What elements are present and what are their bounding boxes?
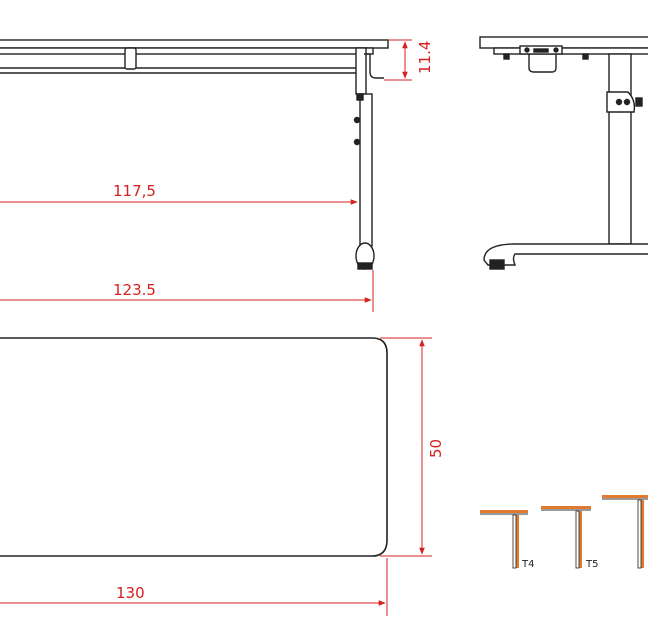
front-center-bracket [124, 47, 137, 70]
dim-label-foot-span: 123.5 [113, 281, 156, 299]
dim-label-leg-span: 117,5 [113, 182, 156, 200]
variant-t4 [480, 510, 528, 569]
front-view-dimensions [0, 39, 412, 312]
side-hook [528, 54, 557, 73]
front-leg-bracket [355, 47, 367, 95]
side-foot [483, 243, 648, 266]
front-hook [369, 54, 384, 79]
dim-label-width: 130 [116, 584, 145, 602]
variant-t4-label: T4 [521, 559, 534, 570]
front-frame-rail [0, 47, 374, 55]
front-tabletop [0, 39, 389, 49]
side-tabletop [479, 36, 648, 49]
dim-label-height: 11.4 [416, 41, 434, 74]
front-leg-column [359, 93, 373, 247]
variant-t5-label: T5 [585, 559, 598, 570]
variant-t6 [602, 495, 648, 569]
dim-label-depth: 50 [427, 439, 445, 458]
variant-t5 [541, 506, 591, 569]
top-view-tabletop [0, 337, 388, 557]
side-view [479, 36, 648, 270]
side-leg-column [608, 53, 632, 245]
top-view-dimensions [0, 337, 432, 616]
top-view [0, 337, 388, 557]
front-view [0, 39, 389, 270]
